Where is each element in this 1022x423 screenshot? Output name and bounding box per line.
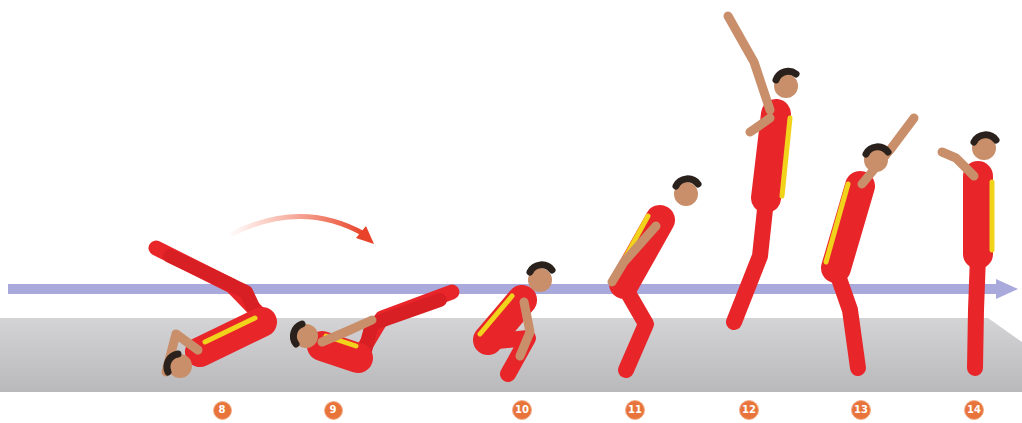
callout-circle: 10 [512, 400, 532, 420]
gymnast-figure [293, 292, 452, 362]
gymnast-figure [612, 179, 698, 370]
roll-arrowhead [356, 226, 374, 244]
callout-circle: 9 [324, 401, 343, 420]
gymnast-figure [156, 248, 265, 378]
gymnast-figure [728, 16, 798, 322]
callout-number: 12 [742, 405, 756, 415]
roll-arrow [228, 216, 364, 236]
callout-number: 10 [515, 405, 529, 415]
callout-circle: 13 [851, 400, 871, 420]
callout-circle: 11 [625, 400, 645, 420]
gymnast-figure [942, 135, 996, 368]
gymnast-figure [480, 265, 552, 374]
callout-circle: 8 [213, 401, 232, 420]
callout-circle: 14 [964, 400, 984, 420]
callout-number: 8 [219, 405, 226, 415]
callout-number: 13 [854, 405, 868, 415]
callout-number: 14 [967, 405, 981, 415]
direction-arrowhead [996, 279, 1018, 299]
gymnast-figure [826, 118, 914, 368]
callout-number: 11 [628, 405, 642, 415]
callout-number: 9 [330, 405, 337, 415]
callout-circle: 12 [739, 400, 759, 420]
